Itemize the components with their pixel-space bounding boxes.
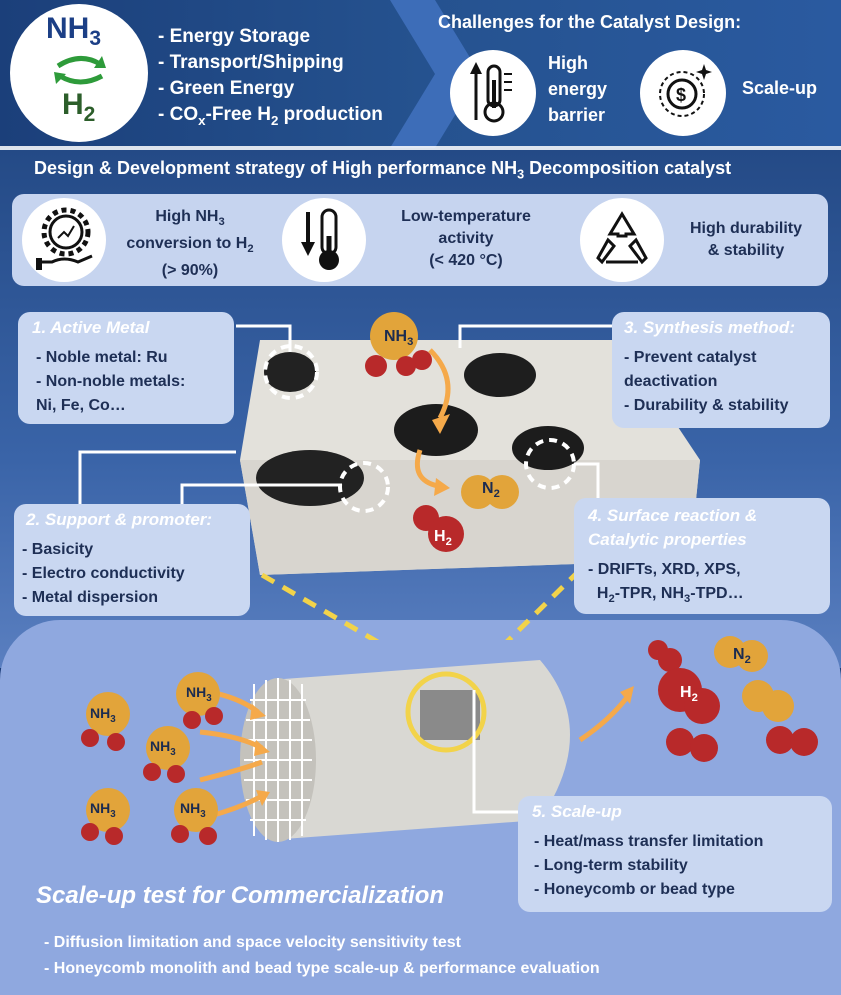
n2-label-right: N2 — [733, 646, 751, 667]
thermometer-down-icon — [301, 208, 339, 270]
strategy-goals-box — [12, 194, 828, 286]
use-item: - Energy Storage — [158, 26, 311, 47]
strategy-title: Design & Development strategy of High pe… — [34, 158, 732, 182]
nh3-h2-circle — [10, 4, 148, 142]
nh3-molecule-label: NH3 — [384, 328, 414, 349]
gear-hand-icon — [36, 207, 93, 270]
nh3-molecules-left — [81, 672, 223, 845]
products-molecules-right — [648, 636, 818, 762]
use-item-cox: - COx-Free H2 production — [158, 104, 383, 128]
scaleup-circle — [640, 50, 726, 136]
metal-particle — [394, 404, 478, 456]
metal-particle — [512, 426, 584, 470]
nh3-label-left: NH3 — [90, 705, 116, 725]
use-item: - Green Energy — [158, 78, 295, 99]
metal-particle — [256, 450, 364, 506]
box-scale-up: 5. Scale-up - Heat/mass transfer limitat… — [518, 796, 832, 912]
box-synthesis-method: 3. Synthesis method: - Prevent catalyst … — [612, 312, 830, 428]
box5-connector — [472, 690, 520, 814]
nh3-label-left: NH3 — [150, 738, 176, 758]
goal-conversion: High NH3 conversion to H2 (> 90%) — [126, 208, 254, 280]
thermometer-up-icon — [470, 62, 512, 123]
metal-particle — [264, 352, 316, 392]
nh3-label-left: NH3 — [186, 684, 212, 704]
nh3-label-left: NH3 — [180, 800, 206, 820]
nh3-label: NH3 — [46, 12, 102, 50]
scaleup-test-item: - Honeycomb monolith and bead type scale… — [44, 960, 600, 977]
n2-label: N2 — [482, 480, 500, 501]
scaleup-title: Scale-up test for Commercialization — [36, 882, 445, 909]
challenges-title: Challenges for the Catalyst Design: — [438, 12, 742, 32]
scaleup-test-list: - Diffusion limitation and space velocit… — [44, 930, 600, 982]
nh3-label-left: NH3 — [90, 800, 116, 820]
use-item: - Transport/Shipping — [158, 52, 344, 73]
box-active-metal: 1. Active Metal - Noble metal: Ru - Non-… — [18, 312, 234, 424]
challenge-energy-barrier: High energy barrier — [548, 53, 608, 125]
h2-label-right: H2 — [680, 684, 698, 705]
coin-dollar-icon: $ — [659, 64, 712, 117]
connector-lines — [78, 324, 612, 504]
goal-low-temperature: Low-temperature activity (< 420 °C) — [401, 208, 531, 269]
header-divider — [0, 146, 841, 150]
challenge-scaleup: Scale-up — [742, 78, 818, 98]
h2-label: H2 — [62, 88, 96, 126]
svg-text:$: $ — [676, 85, 686, 105]
reactor-illustration — [199, 660, 634, 842]
ammonia-uses-list: - Energy Storage - Transport/Shipping - … — [158, 24, 383, 134]
recycle-icon — [596, 211, 648, 265]
scaleup-test-item: - Diffusion limitation and space velocit… — [44, 934, 461, 951]
metal-particle — [464, 353, 536, 397]
h2-label: H2 — [434, 528, 452, 549]
box-support-promoter: 2. Support & promoter: - Basicity - Elec… — [14, 504, 250, 616]
n2-molecule — [461, 475, 519, 509]
box-surface-reaction: 4. Surface reaction & Catalytic properti… — [574, 498, 830, 614]
goal-durability: High durability & stability — [690, 220, 802, 259]
h2-molecule — [413, 505, 464, 552]
cycle-arrows-icon — [54, 56, 106, 85]
nh3-molecule-top — [365, 312, 432, 377]
